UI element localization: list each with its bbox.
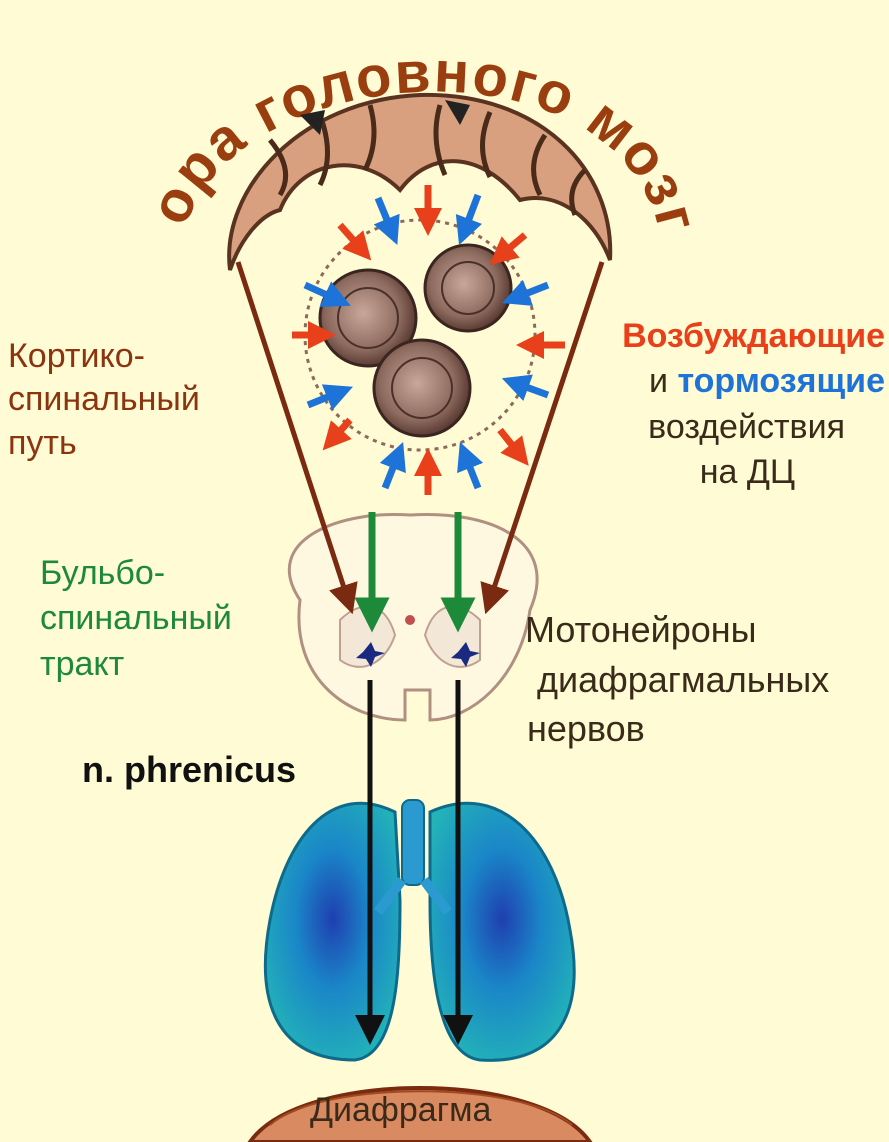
bulbospinal-line-1: Бульбо- <box>40 555 232 592</box>
corticospinal-line-3: путь <box>8 425 200 462</box>
corticospinal-line-1: Кортико- <box>8 338 200 375</box>
lungs-icon <box>265 800 574 1060</box>
influences-line-3: воздействия <box>590 409 885 446</box>
inhibitory-word: тормозящие <box>677 362 885 400</box>
influences-line-1: Возбуждающие <box>590 318 885 355</box>
corticospinal-line-2: спинальный <box>8 381 200 418</box>
nerve-label: n. phrenicus <box>82 750 296 790</box>
motoneurons-line-2: диафрагмальных <box>525 660 829 700</box>
bulbospinal-line-2: спинальный <box>40 600 232 637</box>
motoneurons-line-3: нервов <box>525 709 829 749</box>
corticospinal-label: Кортико- спинальный путь <box>8 338 200 462</box>
motoneurons-line-1: Мотонейроны <box>525 610 829 650</box>
conjunction-word: и <box>649 362 668 400</box>
influences-label: Возбуждающие и тормозящие воздействия на… <box>590 318 885 492</box>
spinal-cord-section-icon <box>289 514 537 720</box>
influences-line-2: и тормозящие <box>590 363 885 400</box>
diaphragm-label: Диафрагма <box>310 1092 491 1129</box>
bulbospinal-label: Бульбо- спинальный тракт <box>40 555 232 683</box>
influences-line-4: на ДЦ <box>590 454 885 491</box>
motoneurons-label: Мотонейроны диафрагмальных нервов <box>525 610 829 749</box>
bulbospinal-line-3: тракт <box>40 646 232 683</box>
excitatory-word: Возбуждающие <box>622 317 885 355</box>
